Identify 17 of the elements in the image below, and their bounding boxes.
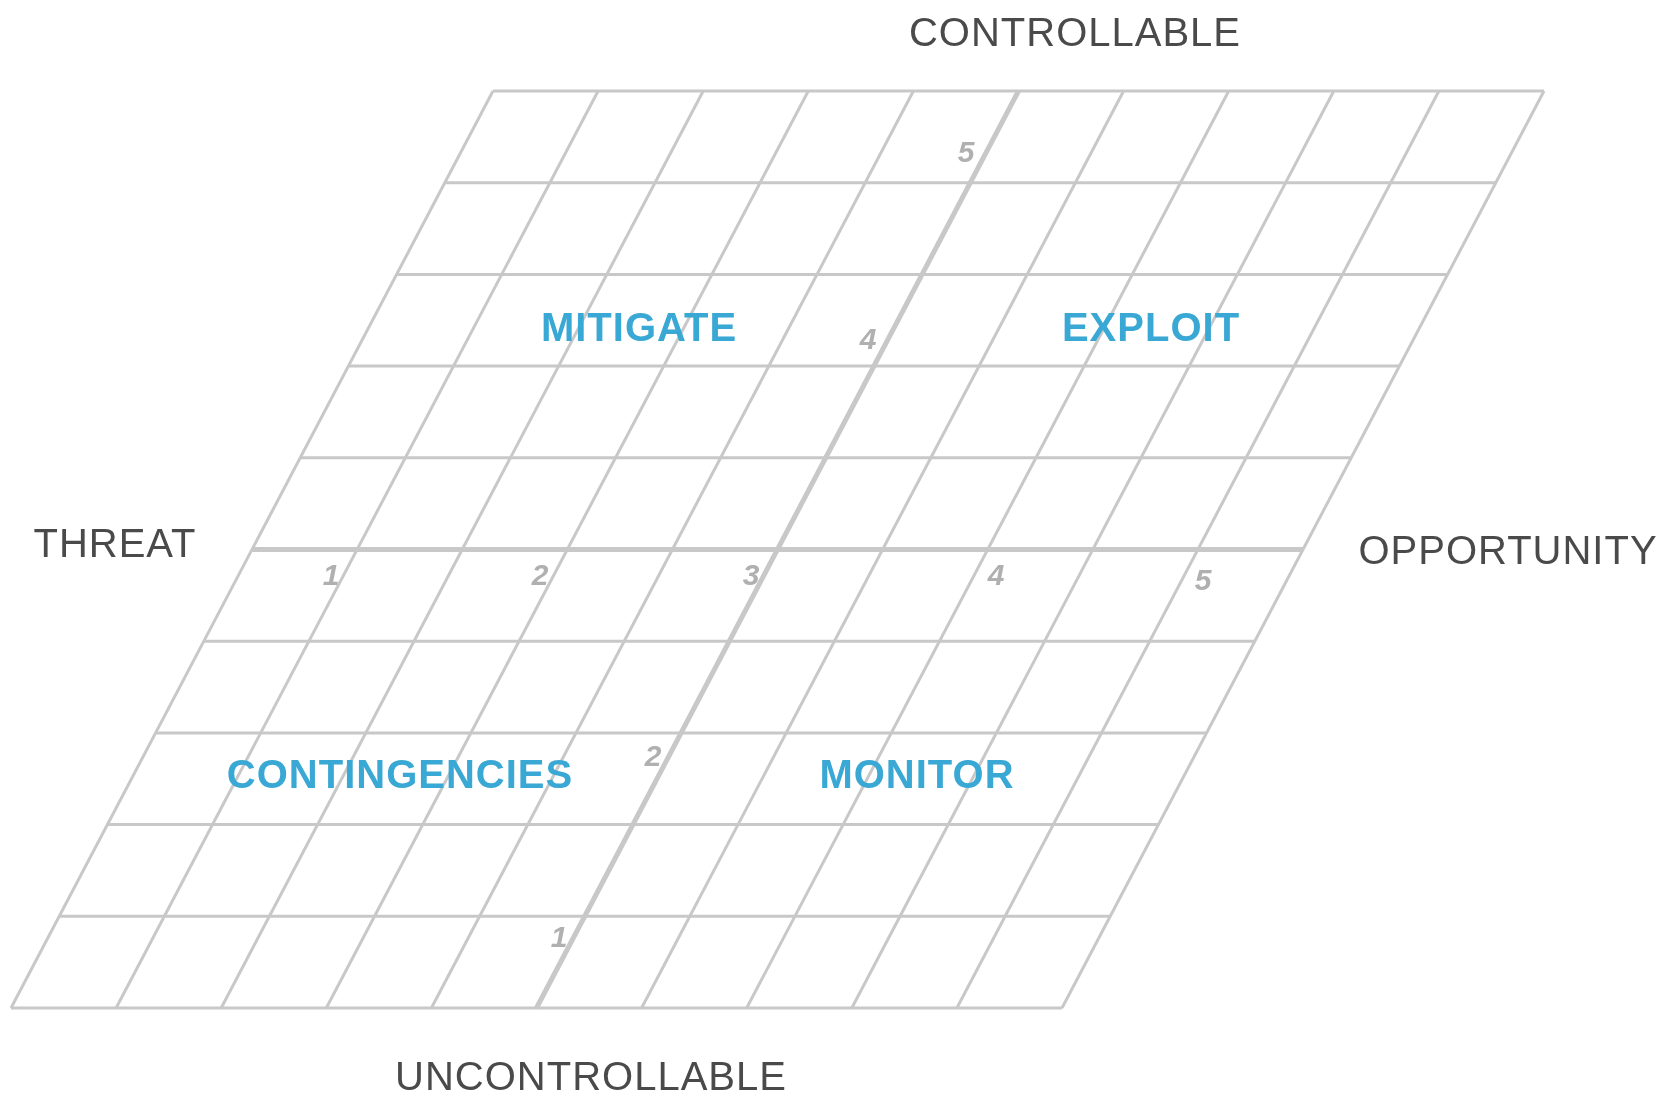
axis-label: CONTROLLABLE — [908, 12, 1242, 52]
axis-label: OPPORTUNITY — [1358, 530, 1658, 570]
scale-number: 3 — [742, 560, 760, 590]
scale-number: 5 — [957, 137, 975, 167]
axis-label: THREAT — [33, 523, 197, 563]
quadrant-label: MITIGATE — [540, 307, 738, 347]
scale-number: 4 — [859, 324, 877, 354]
scale-number: 1 — [550, 922, 568, 952]
scale-number: 5 — [1194, 565, 1212, 595]
scale-number: 4 — [987, 560, 1005, 590]
scale-number: 1 — [322, 560, 340, 590]
scale-number: 2 — [644, 741, 662, 771]
axis-label: UNCONTROLLABLE — [395, 1056, 787, 1094]
scale-number: 2 — [531, 560, 549, 590]
quadrant-label: EXPLOIT — [1061, 307, 1241, 347]
quadrant-label: MONITOR — [819, 754, 1015, 794]
quadrant-label: CONTINGENCIES — [226, 754, 574, 794]
